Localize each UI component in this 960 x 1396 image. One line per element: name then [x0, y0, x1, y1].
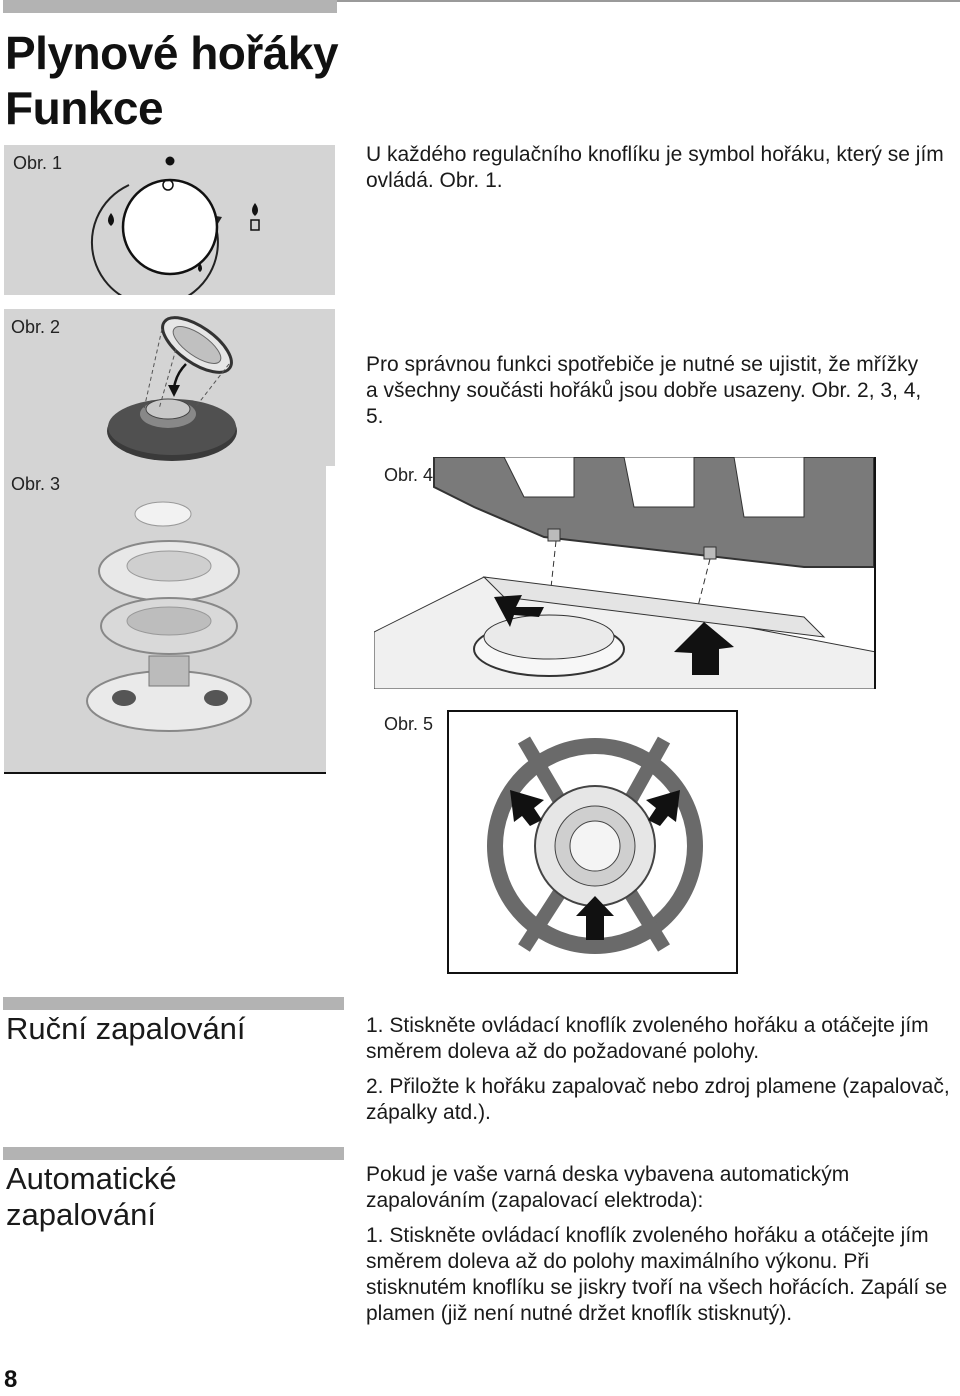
- figure-3-exploded-burner: Obr. 3: [4, 466, 326, 774]
- figure-1-knob: Obr. 1: [4, 145, 335, 295]
- intro-text: U každého regulačního knoflíku je symbol…: [366, 143, 944, 192]
- auto-ignition-step-1: 1. Stiskněte ovládací knoflík zvoleného …: [366, 1224, 948, 1325]
- burner-cap-illustration: [107, 316, 237, 461]
- auto-ignition-heading-line2: zapalování: [6, 1197, 156, 1232]
- figure-5-grid-top: Obr. 5: [374, 708, 738, 974]
- header-rule: [337, 0, 960, 2]
- figure-5-label: Obr. 5: [384, 714, 434, 734]
- manual-ignition-bar: [3, 997, 344, 1010]
- auto-ignition-intro: Pokud je vaše varná deska vybavena autom…: [366, 1163, 850, 1212]
- auto-ignition-heading: Automatické zapalování: [6, 1161, 177, 1233]
- auto-ignition-text: Pokud je vaše varná deska vybavena autom…: [366, 1162, 956, 1327]
- header-bar: [3, 0, 337, 13]
- manual-ignition-step-2: 2. Přiložte k hořáku zapalovač nebo zdro…: [366, 1075, 950, 1124]
- auto-ignition-bar: [3, 1147, 344, 1160]
- manual-ignition-step-1: 1. Stiskněte ovládací knoflík zvoleného …: [366, 1014, 929, 1063]
- figure-3-label: Obr. 3: [11, 474, 61, 494]
- figure-4-grid: Obr. 4: [374, 457, 876, 689]
- figure-4-label: Obr. 4: [384, 465, 434, 485]
- exploded-burner-illustration: [86, 501, 252, 732]
- page-title-line1: Plynové hořáky: [5, 27, 339, 79]
- check-parts-text: Pro správnou funkci spotřebiče je nutné …: [366, 353, 922, 428]
- manual-ignition-heading: Ruční zapalování: [6, 1011, 246, 1046]
- page-number: 8: [4, 1366, 18, 1393]
- knob-illustration: [90, 156, 260, 295]
- figure-1-label: Obr. 1: [13, 153, 63, 173]
- figure-5-frame: [447, 710, 738, 974]
- check-parts-paragraph: Pro správnou funkci spotřebiče je nutné …: [366, 352, 926, 430]
- manual-ignition-steps: 1. Stiskněte ovládací knoflík zvoleného …: [366, 1013, 956, 1126]
- figure-2-label: Obr. 2: [11, 317, 61, 337]
- intro-paragraph: U každého regulačního knoflíku je symbol…: [366, 142, 956, 194]
- pan-support-illustration: [374, 457, 874, 689]
- page-title-line2: Funkce: [5, 82, 164, 134]
- page-title: Plynové hořáky Funkce: [5, 26, 339, 136]
- auto-ignition-heading-line1: Automatické: [6, 1161, 177, 1196]
- figure-2-burner: Obr. 2: [4, 309, 335, 466]
- grid-top-illustration: [487, 736, 703, 954]
